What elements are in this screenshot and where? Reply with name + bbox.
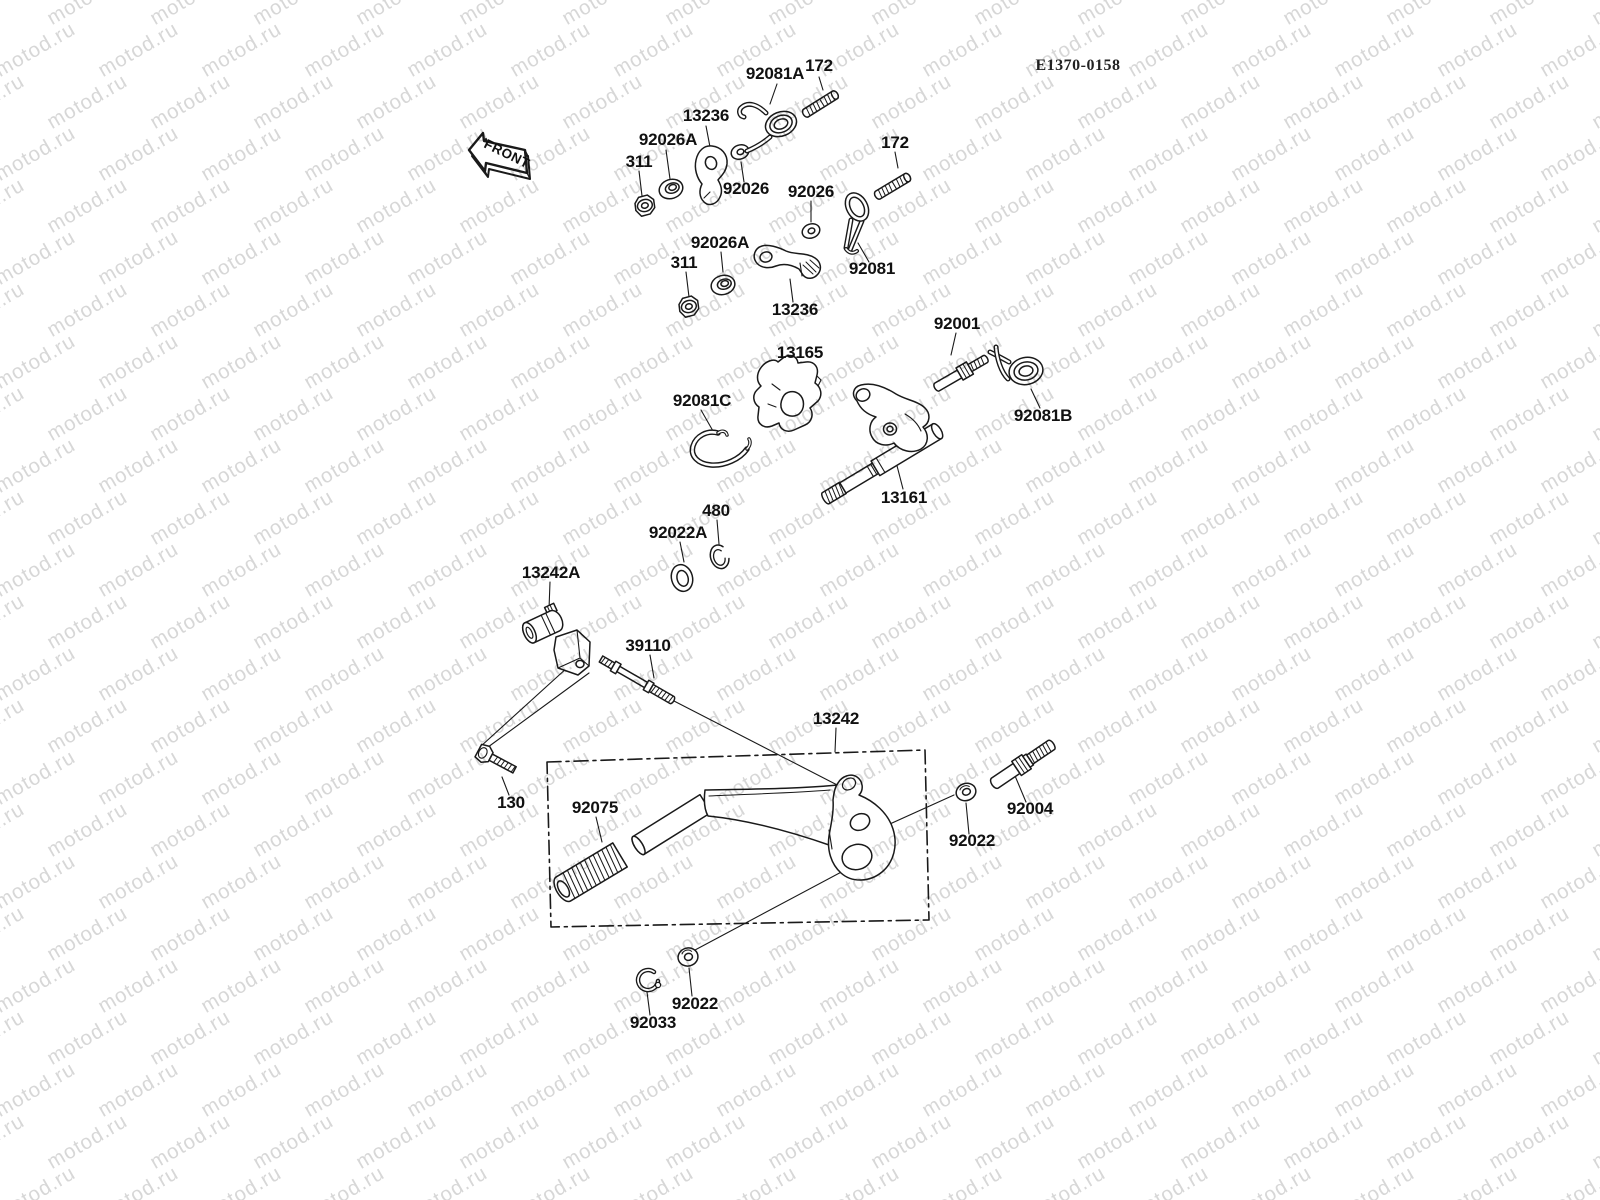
drawing-code: E1370-0158	[1036, 57, 1121, 74]
washer-92022-right	[955, 782, 977, 802]
label-clip-92033: 92033	[630, 1013, 676, 1032]
label-stud-172-top: 172	[805, 56, 833, 75]
washer-92022-bottom	[677, 947, 699, 967]
label-bolt-92004: 92004	[1007, 799, 1054, 818]
stud-172-top	[800, 88, 841, 120]
washer-92022a	[670, 563, 694, 593]
shift-rod-joint-13242a	[521, 602, 591, 676]
label-bolt-130: 130	[497, 793, 525, 812]
shift-mechanism-plate-13165	[753, 354, 822, 432]
label-washer-92026a-top: 92026A	[639, 130, 697, 149]
cam-lever-13236-top	[694, 145, 728, 206]
torsion-spring-92081a	[737, 101, 798, 154]
pedal-rubber-92075	[553, 842, 628, 903]
label-washer-92026-left: 92026	[723, 179, 769, 198]
label-spring-92081c: 92081C	[673, 391, 731, 410]
label-nut-311-top: 311	[626, 152, 653, 171]
gear-shift-shaft-13161	[821, 383, 944, 505]
part-labels: 92081A 172 13236 92026A 311 92026 92026 …	[497, 56, 1072, 1032]
torsion-spring-92081b	[987, 344, 1044, 386]
label-nut-311-bottom: 311	[671, 253, 698, 272]
bolt-92004	[989, 739, 1056, 790]
washer-92026a-top	[655, 175, 687, 203]
shift-rod-39110	[598, 655, 676, 705]
circlip-92033	[635, 967, 662, 993]
label-washer-92022a: 92022A	[649, 523, 707, 542]
label-spring-92081b: 92081B	[1014, 406, 1072, 425]
label-spring-92081a: 92081A	[746, 64, 804, 83]
label-bolt-92001: 92001	[934, 314, 980, 333]
cam-lever-13236-bottom	[753, 244, 822, 279]
label-washer-92022-bottom: 92022	[672, 994, 718, 1013]
label-stud-172-right: 172	[881, 133, 909, 152]
label-pedal-13242: 13242	[813, 709, 859, 728]
nut-311-top	[632, 193, 658, 219]
washer-92026a-bottom	[708, 271, 738, 299]
label-lever-13236-bottom: 13236	[772, 300, 818, 319]
assembly-box	[546, 749, 930, 928]
bolt-92001	[933, 354, 989, 392]
label-washer-92026a-bottom: 92026A	[691, 233, 749, 252]
label-rod-39110: 39110	[625, 636, 670, 655]
stud-172-right	[872, 171, 913, 202]
label-ring-480: 480	[702, 501, 730, 520]
label-spring-92081: 92081	[849, 259, 895, 278]
gear-change-pedal-13242	[631, 774, 896, 881]
nut-311-bottom	[676, 294, 702, 320]
washer-92026-right	[799, 220, 823, 242]
construction-lines	[479, 666, 955, 951]
label-washer-92022-right: 92022	[949, 831, 995, 850]
label-plate-13165: 13165	[777, 343, 823, 362]
front-direction-arrow: FRONT	[467, 131, 533, 180]
bolt-130	[474, 743, 517, 774]
label-washer-92026-right: 92026	[788, 182, 834, 201]
label-shaft-13161: 13161	[881, 488, 927, 507]
label-grip-92075: 92075	[572, 798, 618, 817]
snap-ring-480	[709, 544, 730, 570]
label-joint-13242a: 13242A	[522, 563, 580, 582]
label-lever-13236-top: 13236	[683, 106, 729, 125]
spring-92081c	[689, 429, 752, 468]
leader-lines	[501, 76, 1041, 1016]
return-spring-92081	[843, 192, 870, 255]
